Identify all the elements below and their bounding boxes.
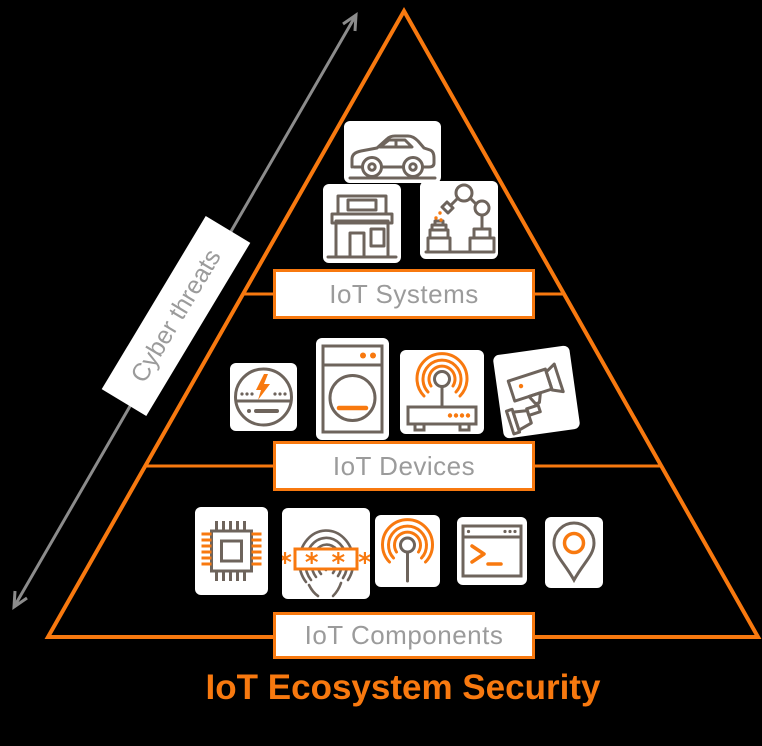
lightning-bolt-icon <box>256 374 270 400</box>
signal-arcs-icon <box>381 518 434 564</box>
tier-label-components: IoT Components <box>273 612 535 659</box>
car-tile <box>344 121 441 183</box>
camera-tile <box>492 345 581 439</box>
fingerprint-password-icon: * * * * <box>282 529 370 598</box>
tier-label-components-text: IoT Components <box>304 620 504 650</box>
smart-meter-icon <box>234 367 293 427</box>
building-tile <box>323 184 401 263</box>
spark-dots-icon <box>434 211 443 222</box>
wifi-waves-icon <box>415 352 469 398</box>
tier-label-systems: IoT Systems <box>273 269 535 319</box>
tier-label-systems-text: IoT Systems <box>329 278 479 309</box>
page-title: IoT Ecosystem Security <box>205 668 601 707</box>
fingerprint-tile: * * * * <box>282 508 370 599</box>
robot-arm-icon <box>424 183 496 254</box>
arrowhead-up-icon <box>342 12 358 32</box>
wifi-router-icon <box>406 352 478 432</box>
chip-tile <box>195 507 268 595</box>
arrowhead-down-icon <box>12 590 28 610</box>
robot-tile <box>420 181 498 259</box>
tier-label-devices: IoT Devices <box>273 441 535 491</box>
terminal-icon <box>461 524 523 578</box>
chip-pins-icon <box>201 532 262 566</box>
password-mask-text: * * * * <box>282 548 370 578</box>
microchip-icon <box>201 521 262 581</box>
washer-tile <box>316 338 389 440</box>
pin-center-icon <box>562 531 586 555</box>
meter-tile <box>230 363 297 431</box>
router-tile <box>400 350 484 434</box>
washing-machine-icon <box>321 344 384 434</box>
camera-led-icon <box>518 383 524 389</box>
pin-tile <box>545 517 603 588</box>
prompt-icon <box>470 544 503 566</box>
antenna-icon <box>381 518 434 583</box>
password-field <box>293 547 359 571</box>
tier-label-devices-text: IoT Devices <box>332 450 476 481</box>
smart-building-icon <box>326 194 398 259</box>
car-icon <box>348 134 437 180</box>
terminal-tile <box>457 517 527 585</box>
cctv-camera-icon <box>504 362 565 436</box>
antenna-tile <box>375 515 440 587</box>
location-pin-icon <box>552 521 596 584</box>
